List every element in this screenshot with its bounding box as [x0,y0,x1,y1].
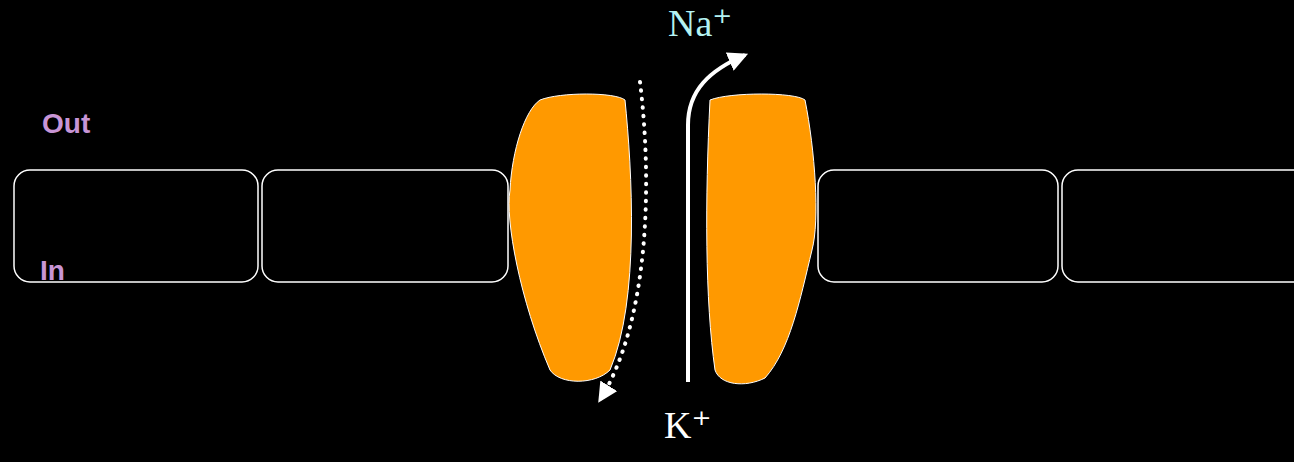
side-label: Out [42,108,90,140]
influx-arrow [600,82,646,400]
lipid-block [818,170,1058,282]
ion-label: Na⁺ [668,2,732,46]
channel-subunit [707,94,816,384]
lipid-block [262,170,508,282]
efflux-arrow [688,55,745,382]
channel-subunit [509,94,631,381]
ion-label: K⁺ [664,404,712,448]
side-label: In [40,255,65,287]
lipid-block [1062,170,1294,282]
